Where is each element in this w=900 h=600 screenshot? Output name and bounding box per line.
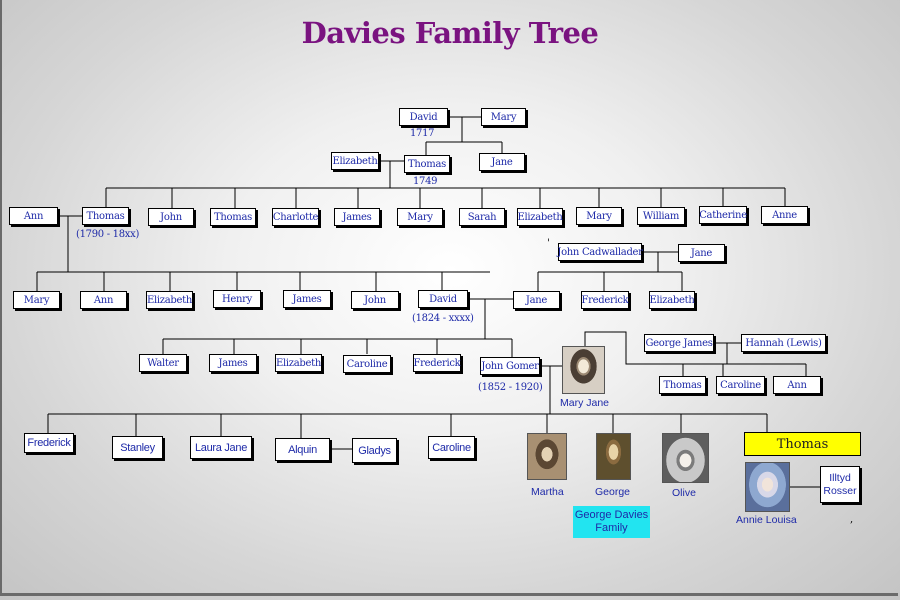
person-henry-g4[interactable]: Henry xyxy=(213,290,261,308)
portrait-olive[interactable] xyxy=(662,433,709,483)
person-william-g3[interactable]: William xyxy=(637,207,685,225)
person-mary-g4[interactable]: Mary xyxy=(13,291,60,309)
person-mary-1[interactable]: Mary xyxy=(481,108,526,126)
page-title: Davies Family Tree xyxy=(301,16,599,50)
person-george-james[interactable]: George James xyxy=(644,334,714,352)
person-gladys[interactable]: Gladys xyxy=(352,438,397,463)
person-walter-g5[interactable]: Walter xyxy=(139,354,187,372)
birth-year-david: 1717 xyxy=(410,128,435,139)
person-elizabeth-g4b[interactable]: Elizabeth xyxy=(649,291,695,309)
portrait-annie-louisa[interactable] xyxy=(745,462,790,512)
person-mary-g3b[interactable]: Mary xyxy=(576,207,622,225)
person-stanley-g6[interactable]: Stanley xyxy=(112,436,163,459)
person-alquin-g6[interactable]: Alquin xyxy=(275,438,330,461)
dates-david-g4: (1824 - xxxx) xyxy=(412,313,474,324)
illtyd-line1: Illtyd xyxy=(829,471,851,484)
person-james-g3[interactable]: James xyxy=(334,208,380,226)
birth-year-thomas: 1749 xyxy=(413,176,438,187)
person-jane-g4[interactable]: Jane xyxy=(513,291,560,309)
person-charlotte-g3[interactable]: Charlotte xyxy=(272,208,319,226)
person-frederick-g5[interactable]: Frederick xyxy=(413,354,461,372)
person-hannah-lewis[interactable]: Hannah (Lewis) xyxy=(741,334,826,352)
person-james-g4[interactable]: James xyxy=(283,290,331,308)
person-john-gomer[interactable]: John Gomer xyxy=(480,357,540,375)
person-laura-jane-g6[interactable]: Laura Jane xyxy=(190,436,252,459)
portrait-george[interactable] xyxy=(596,433,631,480)
caption-olive: Olive xyxy=(672,487,696,499)
person-jane-g2[interactable]: Jane xyxy=(479,153,525,171)
person-john-g4[interactable]: John xyxy=(351,291,399,309)
person-thomas-g3[interactable]: Thomas xyxy=(82,207,129,225)
person-caroline-g5[interactable]: Caroline xyxy=(343,355,391,373)
person-anne-g3[interactable]: Anne xyxy=(761,206,808,224)
caption-annie-louisa: Annie Louisa xyxy=(736,514,797,526)
person-elizabeth-g4[interactable]: Elizabeth xyxy=(146,291,193,309)
caption-george: George xyxy=(595,486,631,498)
person-ann-gj[interactable]: Ann xyxy=(773,376,821,394)
stray-mark-2: , xyxy=(850,514,854,525)
dates-john-gomer: (1852 - 1920) xyxy=(478,382,543,393)
person-james-g5[interactable]: James xyxy=(209,354,257,372)
person-ann-g3[interactable]: Ann xyxy=(9,207,58,225)
person-david-1717[interactable]: David xyxy=(399,108,448,126)
illtyd-line2: Rosser xyxy=(823,484,857,497)
person-thomas-gj[interactable]: Thomas xyxy=(659,376,706,394)
caption-martha: Martha xyxy=(531,486,564,498)
person-catherine-g3[interactable]: Catherine xyxy=(699,206,747,224)
portrait-martha[interactable] xyxy=(527,433,567,480)
person-thomas-g3b[interactable]: Thomas xyxy=(210,208,256,226)
person-thomas-1749[interactable]: Thomas xyxy=(404,155,450,173)
george-davies-family-link[interactable]: George Davies Family xyxy=(573,506,650,538)
person-john-cadwallader[interactable]: John Cadwallader xyxy=(557,243,643,261)
george-family-line2: Family xyxy=(595,522,628,534)
person-caroline-gj[interactable]: Caroline xyxy=(716,376,765,394)
person-mary-g3[interactable]: Mary xyxy=(397,208,443,226)
person-frederick-g4[interactable]: Frederick xyxy=(581,291,629,309)
person-thomas-highlight[interactable]: Thomas xyxy=(744,432,861,456)
person-david-g4[interactable]: David xyxy=(418,290,468,308)
person-illtyd-rosser[interactable]: Illtyd Rosser xyxy=(820,466,860,503)
person-john-g3[interactable]: John xyxy=(148,208,194,226)
person-elizabeth-g3[interactable]: Elizabeth xyxy=(517,208,563,226)
person-jane-cadwallader[interactable]: Jane xyxy=(678,244,725,262)
person-frederick-g6[interactable]: Frederick xyxy=(24,433,74,453)
person-elizabeth-g5[interactable]: Elizabeth xyxy=(275,354,322,372)
dates-thomas-g3: (1790 - 18xx) xyxy=(76,229,140,240)
person-sarah-g3[interactable]: Sarah xyxy=(459,208,505,226)
george-family-line1: George Davies xyxy=(574,509,649,521)
portrait-mary-jane[interactable] xyxy=(562,346,605,394)
person-elizabeth-g2[interactable]: Elizabeth xyxy=(331,152,379,170)
person-ann-g4[interactable]: Ann xyxy=(80,291,127,309)
person-caroline-g6[interactable]: Caroline xyxy=(428,436,475,459)
stray-mark: ' xyxy=(547,238,550,249)
caption-mary-jane: Mary Jane xyxy=(560,397,610,409)
